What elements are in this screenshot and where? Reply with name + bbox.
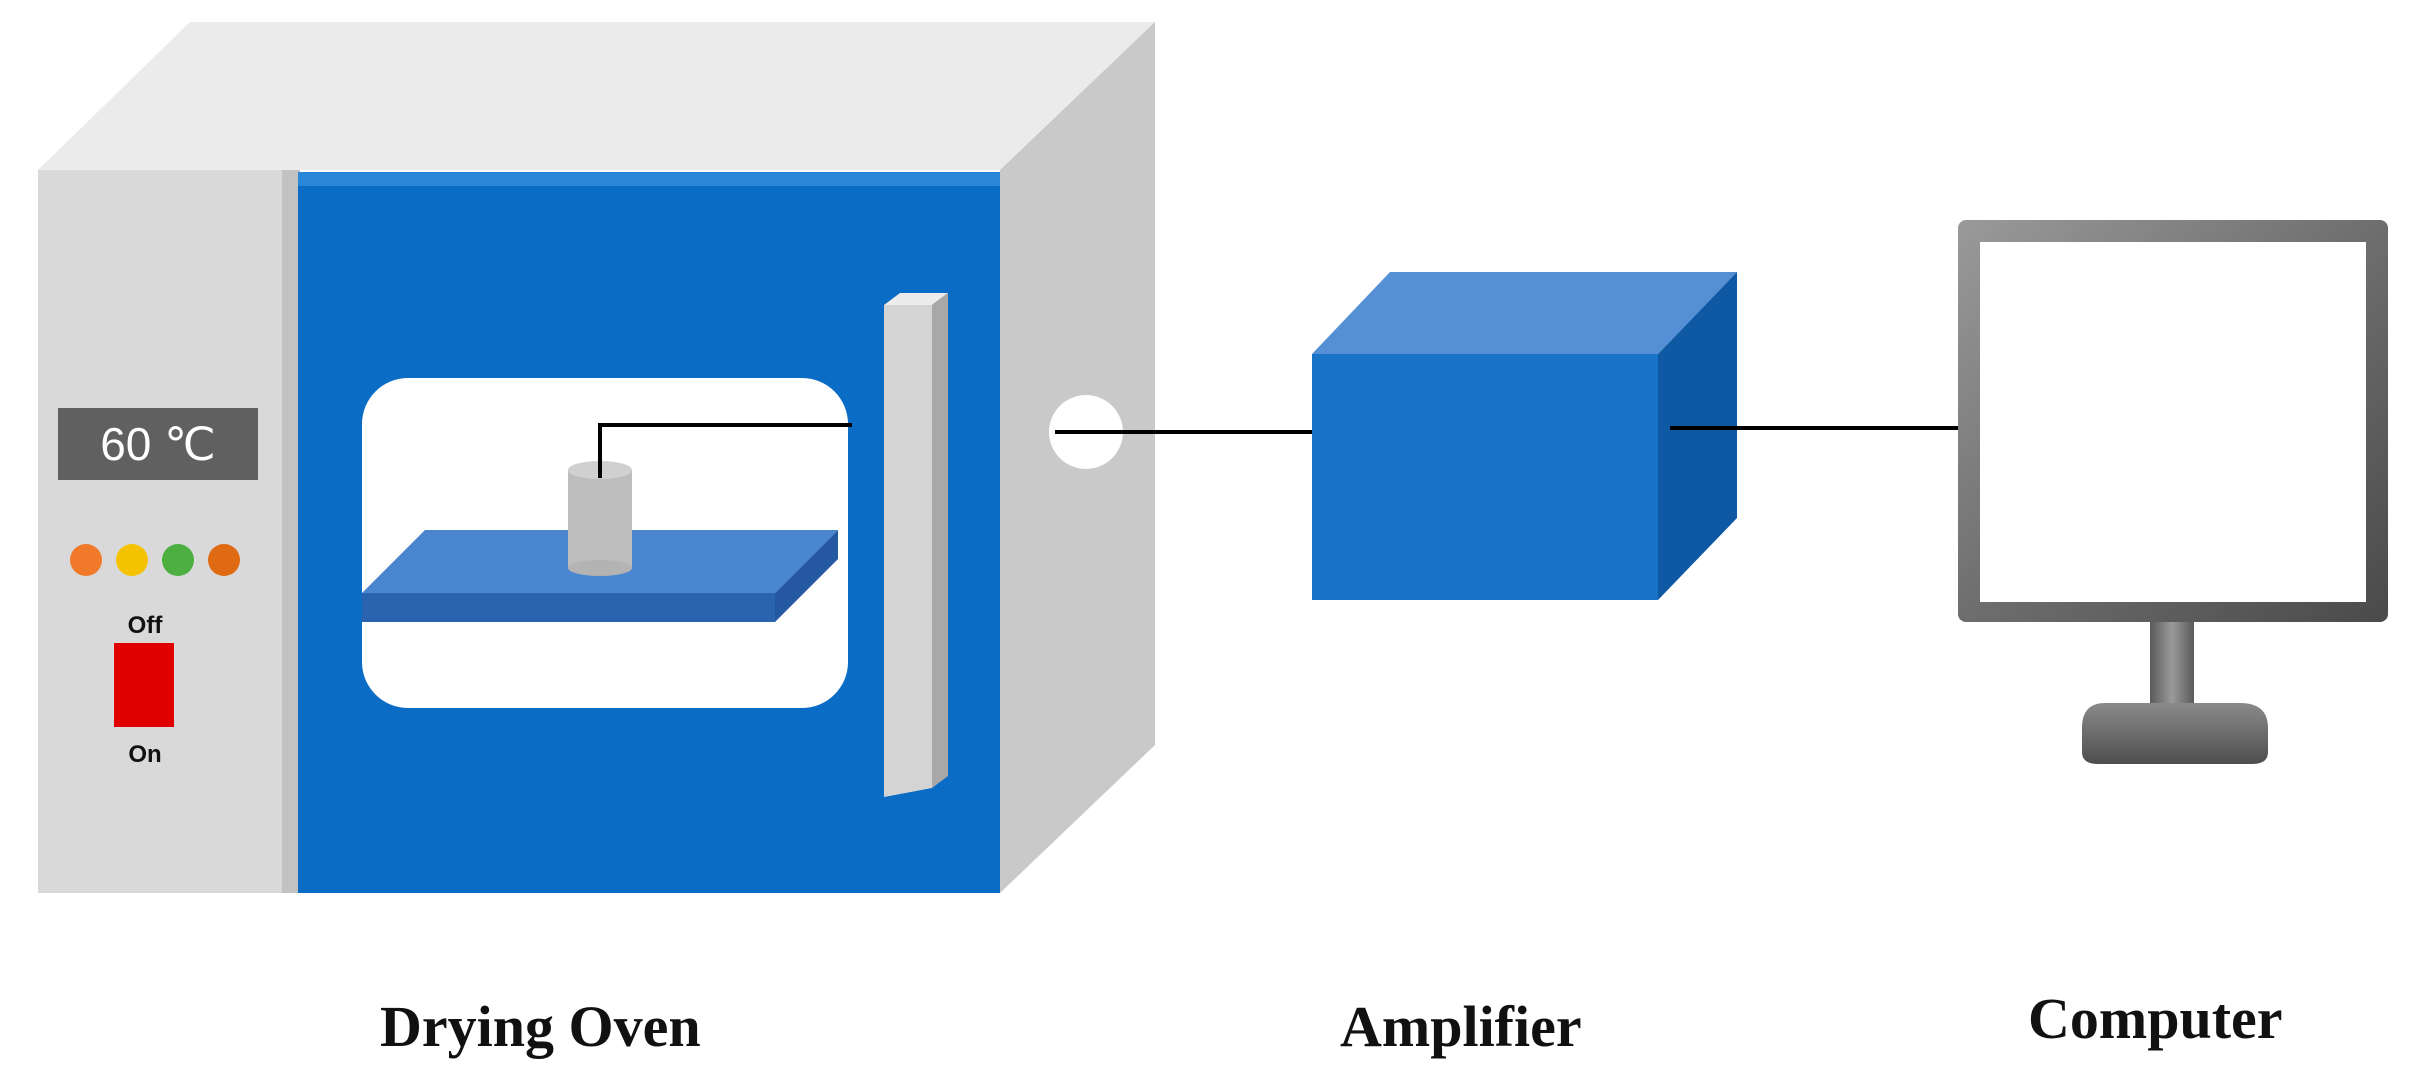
indicator-light (116, 544, 148, 576)
caption-computer: Computer (2028, 986, 2283, 1051)
indicator-light (70, 544, 102, 576)
monitor-base (2082, 703, 2268, 764)
computer-monitor (1958, 220, 2388, 764)
sensor-wire (598, 423, 852, 478)
monitor-stand (2150, 622, 2194, 712)
switch-label-off: Off (128, 612, 164, 639)
temperature-display (58, 408, 258, 480)
indicator-light (208, 544, 240, 576)
caption-amplifier: Amplifier (1340, 994, 1582, 1059)
power-switch (114, 643, 174, 727)
drying-oven: 60 ℃ Off On (38, 22, 1155, 893)
amplifier-box (1312, 272, 1737, 600)
indicator-light (162, 544, 194, 576)
monitor-screen (1980, 242, 2366, 602)
caption-drying-oven: Drying Oven (380, 994, 701, 1059)
oven-control-panel (38, 170, 300, 893)
switch-label-on: On (128, 741, 161, 768)
oven-top-face (38, 22, 1155, 170)
temperature-display-text: 60 ℃ (100, 418, 216, 470)
amplifier-side-face (1658, 272, 1737, 600)
sample-cylinder (568, 461, 632, 576)
amplifier-front-face (1312, 354, 1658, 600)
door-handle (884, 293, 948, 797)
amplifier-top-face (1312, 272, 1737, 354)
